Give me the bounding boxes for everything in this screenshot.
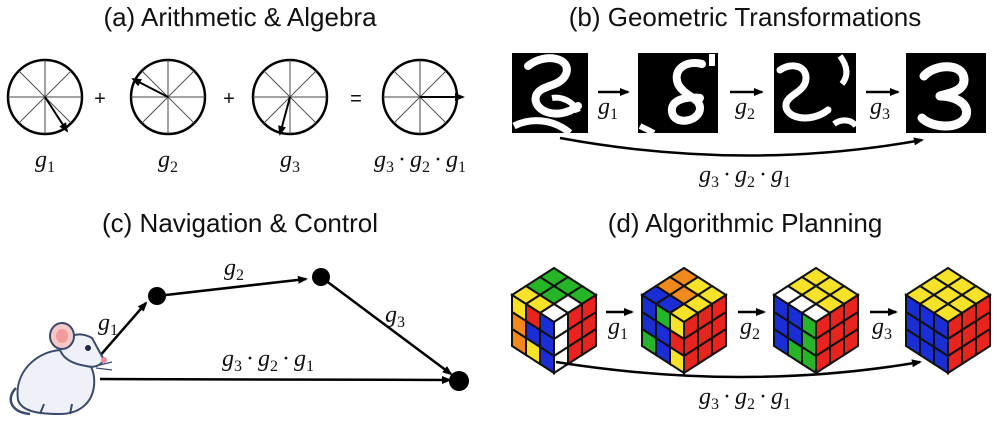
cube-sequence xyxy=(510,266,992,375)
rubiks-cube-3 xyxy=(772,266,860,375)
label-g1-d: g1 xyxy=(608,314,628,343)
panel-a-title: (a) Arithmetic & Algebra xyxy=(103,2,377,32)
composition-arrow-d xyxy=(555,359,922,379)
label-g3-d: g3 xyxy=(872,314,892,343)
label-g1-a: g1 xyxy=(35,147,55,176)
mouse-icon xyxy=(9,322,113,416)
digit-image-2 xyxy=(638,53,718,136)
label-composition-d: g3·g2·g1 xyxy=(699,384,791,413)
digit-image-4 xyxy=(906,53,986,133)
equals-sign: = xyxy=(350,88,362,110)
label-g1-b: g1 xyxy=(598,94,618,123)
label-composition-c: g3·g2·g1 xyxy=(222,346,314,375)
rubiks-cube-2 xyxy=(640,266,728,375)
rubiks-cube-4 xyxy=(904,266,992,375)
label-g3-a: g3 xyxy=(280,147,300,176)
clock-g3 xyxy=(251,58,329,136)
plus-sign-1: + xyxy=(94,88,106,110)
label-composition-b: g3·g2·g1 xyxy=(699,162,791,191)
composition-arrow-b xyxy=(559,136,924,157)
waypoint-1 xyxy=(148,287,166,305)
rubiks-cube-1 xyxy=(510,266,598,375)
label-g2-d: g2 xyxy=(740,314,760,343)
digit-image-3 xyxy=(774,53,859,133)
label-g2-b: g2 xyxy=(735,94,755,123)
clock-g1 xyxy=(6,58,84,136)
plus-sign-2: + xyxy=(223,88,235,110)
panel-c-title: (c) Navigation & Control xyxy=(102,208,378,238)
clock-g2 xyxy=(129,58,207,136)
label-g2-c: g2 xyxy=(224,255,244,284)
clock-result xyxy=(381,58,465,136)
label-g1-c: g1 xyxy=(98,310,118,339)
waypoint-goal xyxy=(449,371,469,391)
waypoint-2 xyxy=(312,268,330,286)
label-composition-a: g3·g2·g1 xyxy=(374,147,466,176)
label-g3-b: g3 xyxy=(870,94,890,123)
digit-image-1 xyxy=(512,53,588,136)
label-g2-a: g2 xyxy=(158,147,178,176)
panel-b-title: (b) Geometric Transformations xyxy=(568,2,922,32)
label-g3-c: g3 xyxy=(385,302,405,331)
panel-d-title: (d) Algorithmic Planning xyxy=(607,208,883,238)
